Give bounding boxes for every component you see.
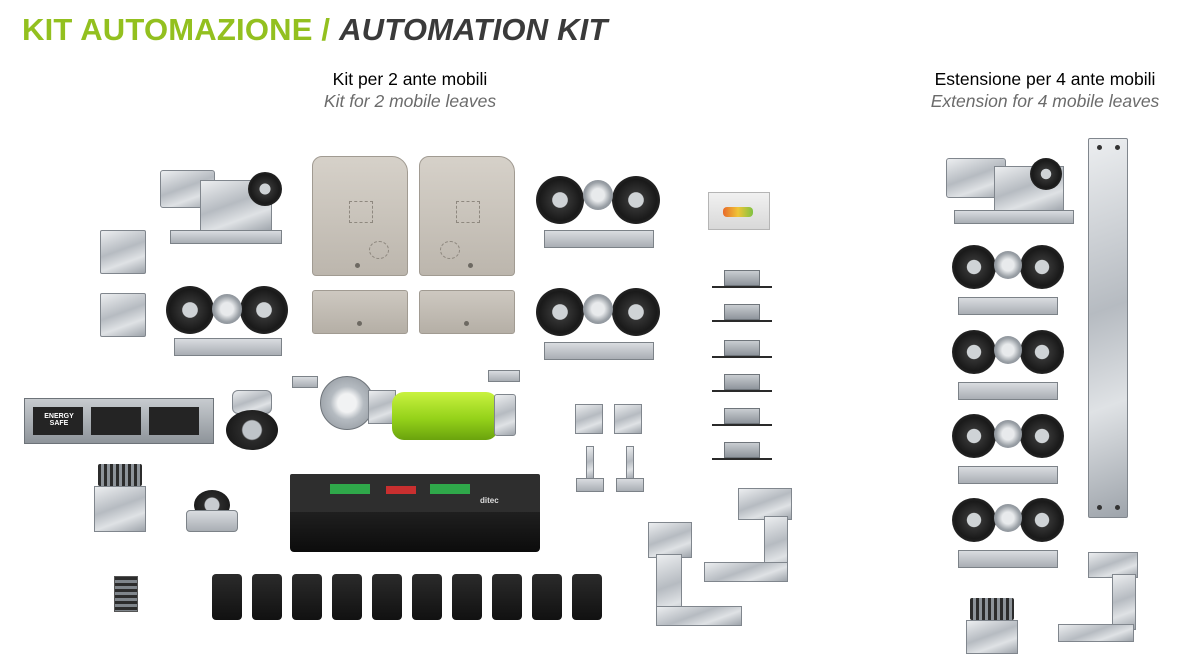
stop-block [712, 408, 772, 428]
pulley-assembly [226, 390, 278, 452]
lock-cam [114, 576, 138, 612]
sliding-guide [212, 574, 242, 620]
side-bracket-2 [100, 293, 146, 337]
roller-carriage [952, 245, 1064, 321]
carriage-lock-assembly [160, 170, 285, 248]
lower-cover-right [419, 290, 515, 334]
sliding-guide [332, 574, 362, 620]
end-cover-right [419, 156, 515, 276]
control-brand-label: ditec [480, 496, 499, 505]
extension-rail [1088, 138, 1128, 518]
belt-tensioner-bracket [966, 598, 1018, 654]
title-italian: KIT AUTOMAZIONE / [22, 12, 331, 47]
sliding-guide [412, 574, 442, 620]
end-cover-left [312, 156, 408, 276]
title-english: AUTOMATION KIT [339, 12, 608, 47]
control-unit: ditec [290, 474, 540, 552]
roller-carriage [536, 288, 660, 366]
roller-carriage [536, 176, 660, 254]
idler-pulley [186, 490, 238, 534]
side-bracket-1 [100, 230, 146, 274]
leaf-bracket [614, 404, 642, 434]
sliding-guide [572, 574, 602, 620]
sliding-guide [492, 574, 522, 620]
roller-carriage [952, 414, 1064, 490]
stop-block [712, 304, 772, 324]
stop-block [712, 442, 772, 462]
lower-cover-left [312, 290, 408, 334]
l-bracket-large [648, 522, 742, 626]
kit4-header: Estensione per 4 ante mobili Extension f… [895, 68, 1195, 112]
gear-motor [292, 370, 530, 452]
leaf-bracket [575, 404, 603, 434]
roller-carriage [166, 286, 288, 362]
roller-carriage [952, 330, 1064, 406]
l-bracket-large [704, 488, 792, 584]
leaf-hook [616, 446, 644, 496]
page-title: KIT AUTOMAZIONE / AUTOMATION KIT [22, 12, 608, 48]
kit2-header: Kit per 2 ante mobili Kit for 2 mobile l… [260, 68, 560, 112]
kit4-subtitle: Extension for 4 mobile leaves [930, 91, 1160, 111]
kit4-title: Estensione per 4 ante mobili [934, 69, 1156, 89]
battery-pack: ENERGY SAFE [24, 398, 214, 444]
carriage-lock-assembly [946, 158, 1080, 226]
stop-block [712, 270, 772, 290]
stop-block [712, 340, 772, 360]
battery-brand-label: ENERGY SAFE [44, 413, 74, 427]
kit2-subtitle: Kit for 2 mobile leaves [323, 91, 497, 111]
l-bracket-large [1058, 552, 1140, 642]
screw-bag [708, 192, 770, 230]
roller-carriage [952, 498, 1064, 574]
kit2-title: Kit per 2 ante mobili [332, 69, 488, 89]
sliding-guide [532, 574, 562, 620]
sliding-guide [452, 574, 482, 620]
sliding-guide [292, 574, 322, 620]
belt-tensioner-bracket [94, 464, 146, 532]
sliding-guide [252, 574, 282, 620]
stop-block [712, 374, 772, 394]
leaf-hook [576, 446, 604, 496]
sliding-guide [372, 574, 402, 620]
